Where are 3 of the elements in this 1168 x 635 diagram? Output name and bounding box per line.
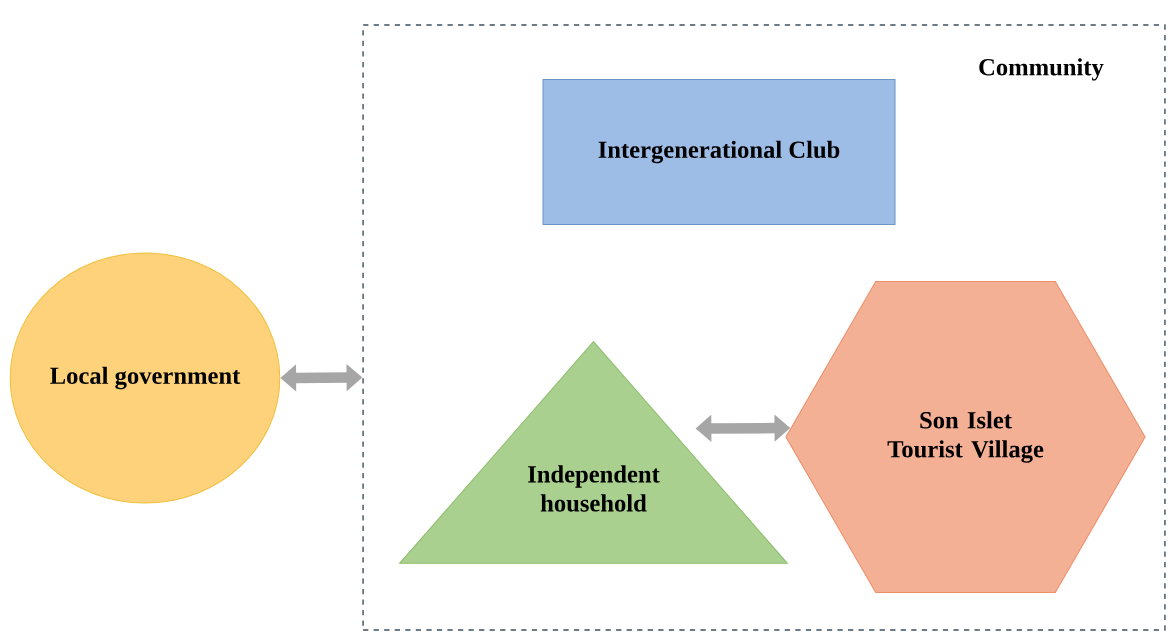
frame-title: Community [979, 58, 1104, 81]
village-hexagon: Son Islet Tourist Village [785, 280, 1146, 594]
club-box: Intergenerational Club [542, 79, 896, 225]
